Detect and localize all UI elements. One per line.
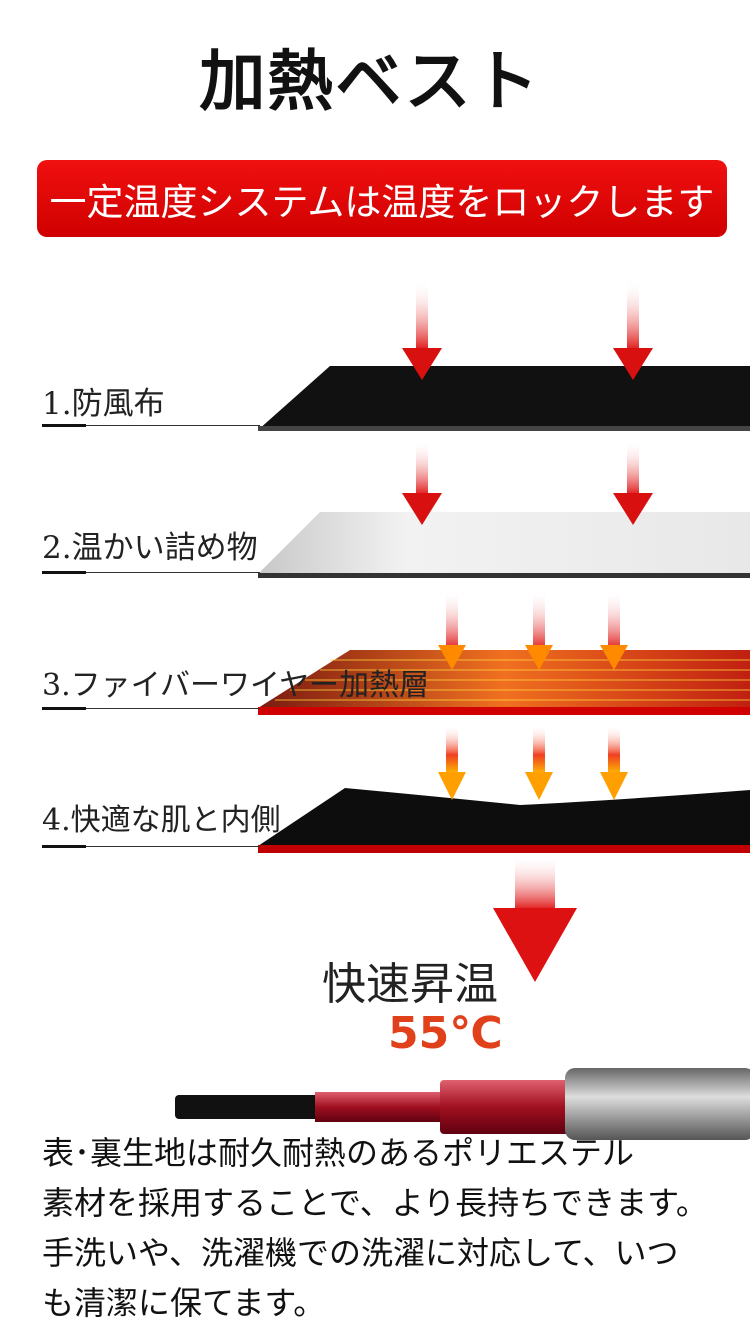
label-underline <box>42 571 260 574</box>
label-underline <box>42 845 260 848</box>
feature-banner: 一定温度システムは温度をロックします <box>37 160 727 237</box>
label-underline <box>42 424 260 427</box>
label-underline <box>42 707 260 710</box>
down-arrow-icon <box>525 590 553 670</box>
down-arrow-icon <box>600 590 628 670</box>
big-down-arrow-icon <box>493 855 577 982</box>
down-arrow-icon <box>402 280 442 380</box>
down-arrow-icon <box>613 280 653 380</box>
down-arrow-icon <box>613 440 653 525</box>
down-arrow-icon <box>402 440 442 525</box>
layer-label: 4.快適な肌と内側 <box>42 803 281 838</box>
down-arrow-icon <box>600 725 628 800</box>
heating-label: 快速昇温 <box>322 959 498 1010</box>
description-line: 素材を採用することで、より長持ちできます。 <box>42 1184 708 1222</box>
temperature-value: 55℃ <box>388 1008 503 1059</box>
description-line: も清潔に保てます。 <box>42 1284 326 1322</box>
padding-layer <box>258 512 750 578</box>
inner-lining-layer <box>258 788 750 853</box>
windproof-fabric-layer <box>258 366 750 431</box>
heating-cable-image <box>175 1068 750 1140</box>
description-line: 手洗いや、洗濯機での洗濯に対応して、いつ <box>42 1234 679 1272</box>
page-title: 加熱ベスト <box>199 43 541 120</box>
description-text: 表･裏生地は耐久耐熱のあるポリエステル 素材を採用することで、より長持ちできます… <box>42 1128 742 1328</box>
heating-wire-layer <box>258 650 750 715</box>
down-arrow-icon <box>438 725 466 800</box>
description-line: 表･裏生地は耐久耐熱のあるポリエステル <box>42 1134 635 1172</box>
layer-label: 1.防風布 <box>42 386 165 422</box>
layer-label: 2.温かい詰め物 <box>42 530 258 566</box>
layer-label: 3.ファイバーワイヤー加熱層 <box>42 668 430 703</box>
down-arrow-icon <box>438 590 466 670</box>
down-arrow-icon <box>525 725 553 800</box>
